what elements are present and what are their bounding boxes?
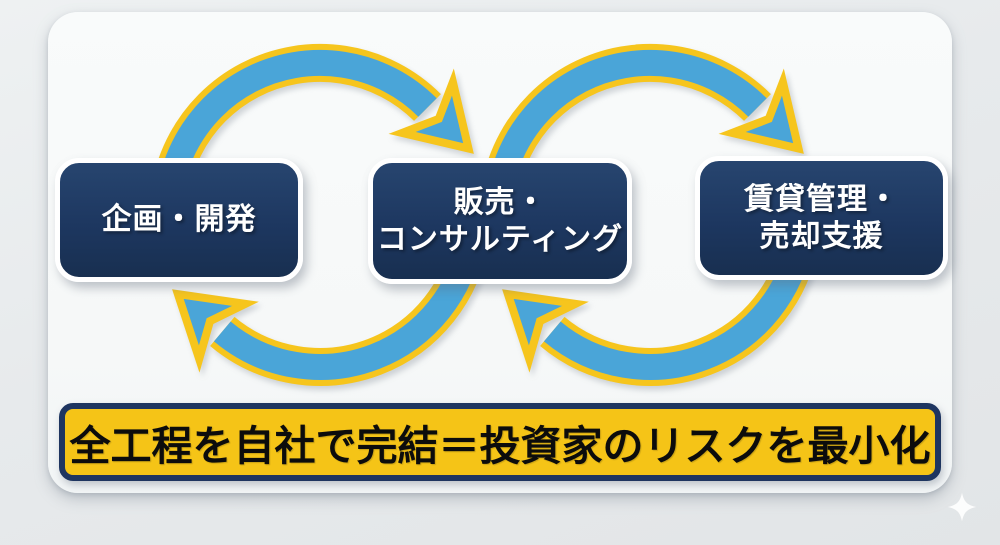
process-box-label-line1: 販売・ (453, 185, 547, 219)
arrowhead-left-icon (502, 289, 589, 373)
process-box-label-line2: 売却支援 (759, 220, 884, 253)
arrowhead-left-icon (172, 289, 259, 373)
process-box-label-line1: 賃貸管理・ (744, 182, 899, 216)
arrowhead-right-icon (718, 68, 804, 154)
sparkle-icon (947, 492, 977, 522)
summary-banner: 全工程を自社で完結＝投資家のリスクを最小化 (59, 403, 941, 481)
summary-banner-text: 全工程を自社で完結＝投資家のリスクを最小化 (69, 423, 931, 469)
arrowhead-right-icon (388, 68, 474, 154)
process-box-rental-management-sale-support: 賃貸管理・ 売却支援 (695, 156, 948, 280)
process-box-sales-consulting: 販売・ コンサルティング (368, 158, 632, 284)
process-box-label: 企画・開発 (101, 203, 257, 237)
process-box-planning-development: 企画・開発 (55, 158, 303, 282)
process-box-label-line2: コンサルティング (376, 223, 624, 256)
